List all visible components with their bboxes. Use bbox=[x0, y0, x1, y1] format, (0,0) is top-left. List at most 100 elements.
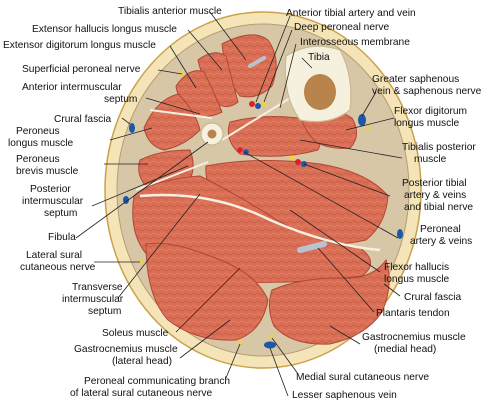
anterior-tibial-artery bbox=[249, 101, 255, 107]
label-post-septum-1: Posterior bbox=[30, 184, 71, 195]
label-post-tibial-1: Posterior tibial bbox=[402, 178, 467, 189]
label-peroneal-art-2: artery & veins bbox=[410, 236, 472, 247]
label-interosseous: Interosseous membrane bbox=[300, 37, 410, 48]
leader-flex-hallucis bbox=[289, 209, 381, 273]
label-ant-septum-2: septum bbox=[104, 94, 137, 105]
label-gastroc-med-2: (medial head) bbox=[374, 344, 436, 355]
leader-gastroc-med bbox=[329, 325, 361, 345]
leader-per-comm bbox=[225, 343, 241, 379]
leader-interosseous bbox=[279, 43, 297, 109]
gastrocnemius-medial-head bbox=[268, 258, 390, 345]
label-tibialis-anterior: Tibialis anterior muscle bbox=[118, 6, 222, 17]
label-crural-fascia-bottom: Crural fascia bbox=[404, 292, 462, 303]
leader-deep-peroneal bbox=[263, 29, 293, 103]
lateral-lower-vein bbox=[123, 196, 129, 204]
label-post-tibial-3: and tibial nerve bbox=[404, 202, 473, 213]
label-flex-digitorum-1: Flexor digitorum bbox=[394, 106, 467, 117]
label-gastroc-med-1: Gastrocnemius muscle bbox=[362, 332, 466, 343]
label-saphenous-2: vein & saphenous nerve bbox=[372, 86, 482, 97]
label-saphenous-1: Greater saphenous bbox=[372, 74, 459, 85]
leader-lines bbox=[75, 11, 403, 397]
transverse-intermuscular-septum bbox=[139, 193, 381, 252]
leader-plantaris bbox=[317, 247, 375, 313]
label-ant-tibial-vessels: Anterior tibial artery and vein bbox=[286, 8, 416, 19]
leader-soleus bbox=[175, 267, 241, 333]
label-lat-sural-2: cutaneous nerve bbox=[20, 262, 96, 273]
label-tibia: Tibia bbox=[308, 52, 330, 63]
label-soleus: Soleus muscle bbox=[102, 328, 169, 339]
lesser-saphenous-vein bbox=[264, 341, 276, 349]
label-trans-septum-3: septum bbox=[88, 306, 121, 317]
label-fibula: Fibula bbox=[48, 232, 76, 243]
medial-sural-cutaneous-nerve bbox=[270, 334, 274, 338]
leader-tib-post bbox=[299, 139, 403, 159]
label-trans-septum-1: Transverse bbox=[72, 282, 123, 293]
leader-flex-digitorum bbox=[345, 117, 395, 131]
tendon-anterior bbox=[248, 56, 266, 68]
anterior-tibial-vein bbox=[255, 103, 261, 109]
leader-per-longus bbox=[109, 127, 153, 141]
leader-lesser-saph bbox=[269, 347, 289, 397]
label-peroneal-art-1: Peroneal bbox=[420, 224, 461, 235]
label-deep-peroneal: Deep peroneal nerve bbox=[294, 22, 389, 33]
leader-post-septum bbox=[91, 165, 189, 207]
deep-peroneal-nerve bbox=[261, 101, 267, 107]
labels: Tibialis anterior muscle Anterior tibial… bbox=[3, 6, 482, 401]
leader-ext-digitorum bbox=[169, 45, 197, 89]
label-post-tibial-2: artery & veins bbox=[404, 190, 466, 201]
label-ext-digitorum: Extensor digitorum longus muscle bbox=[3, 40, 156, 51]
tibial-nerve bbox=[289, 155, 295, 161]
label-per-comm-2: of lateral sural cutaneous nerve bbox=[70, 388, 212, 399]
label-gastroc-lat-1: Gastrocnemius muscle bbox=[74, 344, 178, 355]
leader-crural-fascia-top bbox=[121, 117, 131, 125]
label-per-longus-1: Peroneus bbox=[16, 126, 60, 137]
anterior-intermuscular-septum bbox=[149, 109, 213, 119]
leader-peroneal-artery bbox=[243, 151, 399, 239]
plantaris-tendon bbox=[297, 241, 327, 253]
leader-ant-tibial bbox=[255, 15, 291, 103]
label-crural-fascia-top: Crural fascia bbox=[54, 114, 112, 125]
gastrocnemius-lateral-head bbox=[145, 242, 269, 341]
label-tib-post-1: Tibialis posterior bbox=[402, 142, 476, 153]
fibula-marrow bbox=[207, 129, 217, 139]
label-post-septum-3: septum bbox=[44, 208, 77, 219]
label-flex-digitorum-2: longus muscle bbox=[394, 118, 459, 129]
leader-tibia bbox=[301, 57, 313, 69]
posterior-tibial-artery bbox=[295, 159, 301, 165]
leader-sup-peroneal bbox=[157, 69, 183, 75]
leader-fibula bbox=[75, 141, 209, 239]
label-tib-post-2: muscle bbox=[414, 154, 447, 165]
leader-saphenous bbox=[361, 91, 377, 117]
label-trans-septum-2: intermuscular bbox=[62, 294, 124, 305]
greater-saphenous-vein bbox=[358, 114, 366, 126]
leader-tibialis-anterior bbox=[209, 11, 247, 61]
leader-gastroc-lat bbox=[179, 319, 231, 359]
leader-crural-fascia-bottom bbox=[383, 283, 401, 297]
peroneal-communicating-branch-nerve bbox=[238, 340, 242, 344]
leader-ext-hallucis bbox=[187, 29, 223, 71]
interosseous-membrane bbox=[221, 91, 301, 141]
label-post-septum-2: intermuscular bbox=[22, 196, 84, 207]
peroneal-artery bbox=[237, 147, 243, 153]
peroneus-longus-muscle bbox=[143, 93, 201, 151]
leader-post-tibial bbox=[303, 163, 391, 197]
label-ext-hallucis: Extensor hallucis longus muscle bbox=[32, 24, 177, 35]
label-med-sural: Medial sural cutaneous nerve bbox=[296, 372, 429, 383]
lateral-superficial-vein bbox=[129, 123, 135, 133]
label-lat-sural-1: Lateral sural bbox=[26, 250, 82, 261]
label-per-brevis-1: Peroneus bbox=[16, 154, 60, 165]
saphenous-nerve bbox=[366, 126, 370, 130]
label-plantaris: Plantaris tendon bbox=[376, 308, 450, 319]
label-per-longus-2: longus muscle bbox=[8, 138, 73, 149]
leader-trans-septum bbox=[117, 193, 201, 299]
label-per-comm-1: Peroneal communicating branch bbox=[84, 376, 230, 387]
leader-ant-septum bbox=[145, 97, 201, 115]
label-per-brevis-2: brevis muscle bbox=[16, 166, 79, 177]
label-flex-hallucis-1: Flexor hallucis bbox=[384, 262, 449, 273]
label-ant-septum-1: Anterior intermuscular bbox=[22, 82, 122, 93]
tibialis-posterior-muscle bbox=[227, 115, 322, 157]
label-lesser-saph: Lesser saphenous vein bbox=[292, 390, 397, 401]
leader-med-sural bbox=[271, 337, 299, 375]
